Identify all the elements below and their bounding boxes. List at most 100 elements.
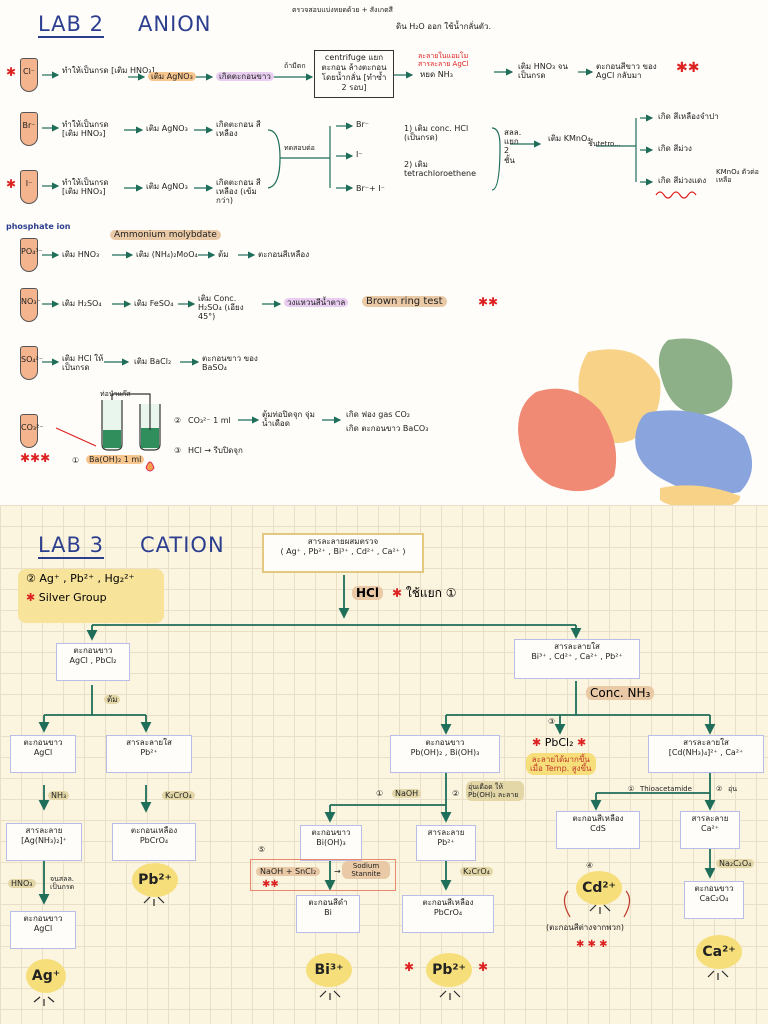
mix-step2: 2) เติม tetrachloroethene: [404, 160, 477, 179]
mixture-box: สารละลายผสมตรวจ ( Ag⁺ , Pb²⁺ , Bi³⁺ , Cd…: [262, 533, 424, 573]
star-icon: ✱: [26, 590, 36, 604]
so4-result: ตะกอนขาว ของ BaSO₄: [202, 354, 258, 373]
mix-kmno4-note: ชั้นtetro...: [588, 140, 621, 148]
no3-s2: เติม FeSO₄: [134, 299, 174, 308]
pbcl2-label: ✱ PbCl₂ ✱: [532, 736, 587, 749]
tube-no3: NO₃⁻: [20, 288, 41, 322]
na2c2o4-label: Na₂C₂O₄: [716, 859, 755, 868]
pb-result-badge-2: Pb²⁺: [426, 953, 472, 987]
po4-result: ตะกอนสีเหลือง: [258, 250, 310, 259]
mixture-label: สารละลายผสมตรวจ: [307, 537, 379, 546]
stannite-arrow: →: [334, 867, 341, 876]
mix-o2: เกิด สีม่วง: [658, 144, 692, 153]
stannite-box: [250, 859, 396, 891]
hcl-note: ✱ ใช้แยก ①: [392, 586, 457, 600]
mix-o3: เกิด สีม่วงแดง: [658, 176, 707, 185]
thio-num: ①: [628, 785, 635, 793]
star-icon: ✱: [6, 65, 17, 79]
warm-note: อุ่นเดือด ให้ Pb(OH)₂ ละลาย: [466, 781, 524, 802]
tube-br: Br⁻: [20, 112, 38, 146]
mix-sep: สลล. แยก 2 ชั้น: [504, 128, 522, 165]
solution-box-2: สารละลายใส[Cd(NH₃)₄]²⁺ , Ca²⁺: [648, 735, 764, 773]
mix-step1: 1) เติม conc. HCl (เป็นกรด): [404, 124, 469, 143]
gas-apparatus-icon: [55, 393, 161, 472]
silver-complex-box: สารละลาย[Ag(NH₃)₂]⁺: [6, 823, 82, 861]
phosphate-heading: phosphate ion: [6, 222, 71, 231]
mix-o1: เกิด สีเหลืองจำปา: [658, 112, 719, 121]
tube-po4: PO₄³⁻: [20, 238, 43, 272]
star-icon: ✱✱: [262, 879, 279, 890]
ammonium-molybdate: Ammonium molybdate: [110, 230, 221, 240]
silver-group-note: ② Ag⁺ , Pb²⁺ , Hg₂²⁺ ✱ Silver Group: [18, 569, 164, 623]
decorative-blobs: [518, 338, 753, 505]
cl-final: ตะกอนสีขาว ของ AgCl กลับมา: [596, 62, 657, 81]
warm2-label: อุ่น: [728, 785, 737, 793]
co3-r2: เกิด ตะกอนขาว BaCO₃: [346, 424, 429, 433]
naoh-label: NaOH: [392, 789, 422, 798]
star-icon: ✱✱: [676, 60, 700, 76]
no3-s3: เติม Conc. H₂SO₄ (เอียง 45°): [198, 294, 244, 322]
mix-b1: Br⁻: [356, 120, 369, 129]
br-result: เกิดตะกอน สีเหลือง: [216, 120, 261, 139]
stannite-name: Sodium Stannite: [342, 861, 390, 880]
stannite-num: ⑤: [258, 845, 266, 854]
co3-n1: ①: [72, 456, 80, 465]
star-icon: ✱: [392, 586, 403, 600]
cl-nh3: หยด NH₃: [420, 70, 453, 79]
group-name: Silver Group: [38, 590, 107, 604]
no3-s1: เติม H₂SO₄: [62, 299, 102, 308]
pbcl2-note: ละลายได้มากขึ้นเมื่อ Temp. สูงขึ้น: [526, 753, 596, 776]
until-acid-note: จนสลล. เป็นกรด: [50, 875, 75, 892]
lab2-title: LAB 2: [38, 12, 104, 39]
co3-step2: CO₃²⁻ 1 ml: [188, 416, 231, 425]
lab2-subtitle: ANION: [138, 12, 212, 36]
k2cro4-label-2: K₂CrO₄: [460, 867, 493, 876]
lab2-top-note-2: ดิน H₂O ออก ใช้น้ำกลั่นตัว.: [396, 22, 492, 31]
i-step1: ทำให้เป็นกรด [เติม HNO₃]: [62, 178, 109, 197]
tube-i: I⁻: [20, 170, 38, 204]
mix-b2: I⁻: [356, 150, 363, 159]
co3-n3: ③: [174, 446, 182, 455]
star-icon: ✱✱: [478, 295, 499, 309]
cl-result: เกิดตะกอนขาว: [216, 72, 274, 81]
star-icon: ✱✱✱: [20, 451, 51, 465]
so4-s1: เติม HCl ให้เป็นกรด: [62, 354, 104, 373]
i-reagent: เติม AgNO₃: [146, 182, 188, 191]
tube-cl: Cl⁻: [20, 58, 38, 92]
br-step1: ทำให้เป็นกรด [เติม HNO₃]: [62, 120, 109, 139]
thio-label: Thioacetamide: [640, 785, 692, 793]
pb-result-badge-1: Pb²⁺: [132, 863, 178, 897]
cd-note: (ตะกอนสีต่างจากพวก): [546, 923, 624, 932]
ca-result-badge: Ca²⁺: [696, 935, 742, 969]
hcl-label: HCl: [352, 586, 383, 601]
cd-result-badge: Cd²⁺: [576, 871, 622, 905]
lab2-arrows: [42, 68, 697, 424]
po4-s3: ต้ม: [218, 250, 229, 259]
warm2-num: ②: [716, 785, 723, 793]
mix-b3: Br⁻+ I⁻: [356, 184, 385, 193]
lab2-section: LAB 2 ANION ตรวจสอบแบ่งหยดด้วย + สังเกตส…: [0, 0, 768, 505]
no3-result: วงแหวนสีน้ำตาล: [284, 298, 349, 307]
lab2-top-note-1: ตรวจสอบแบ่งหยดด้วย + สังเกตสี: [292, 6, 393, 14]
lab3-section: LAB 3 CATION: [0, 505, 768, 1024]
co3-step3: HCl → รีบปิดจุก: [188, 446, 243, 455]
tube-co3: CO₃²⁻: [20, 414, 44, 448]
star-icon: ✱: [6, 177, 17, 191]
so4-s2: เติม BaCl₂: [134, 357, 172, 366]
bi-result-badge: Bi³⁺: [306, 953, 352, 987]
cl-note: ถ้ามีตก: [284, 62, 306, 70]
lab3-subtitle: CATION: [140, 533, 225, 557]
co3-n2: ②: [174, 416, 182, 425]
mix-label: ทดสอบต่อ: [284, 144, 315, 152]
cl-nh3-note: ละลายในแอมโม สารละลาย AgCl: [418, 52, 469, 69]
